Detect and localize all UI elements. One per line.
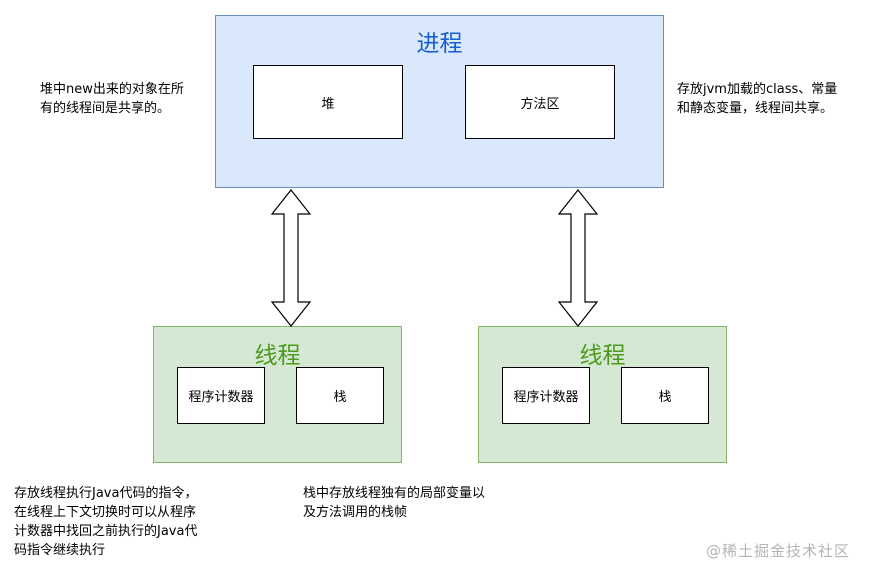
heap-note: 堆中new出来的对象在所 有的线程间是共享的。 (40, 82, 184, 116)
stack-box-1: 栈 (296, 367, 384, 424)
stack-note: 栈中存放线程独有的局部变量以 及方法调用的栈帧 (303, 486, 486, 520)
double-arrow-1 (270, 189, 312, 327)
program-counter-note: 存放线程执行Java代码的指令， 在线程上下文切换时可以从程序 计数器中找回之前… (14, 486, 198, 558)
double-arrow-2 (557, 189, 599, 327)
heap-box: 堆 (253, 65, 403, 139)
process-title: 进程 (416, 31, 463, 57)
stack-box-2: 栈 (621, 367, 709, 424)
method-area-box: 方法区 (465, 65, 615, 139)
thread-title-1: 线程 (254, 343, 301, 369)
watermark: @稀土掘金技术社区 (706, 542, 851, 560)
program-counter-box-1: 程序计数器 (177, 367, 265, 424)
thread-title-2: 线程 (579, 343, 626, 369)
program-counter-box-2: 程序计数器 (502, 367, 590, 424)
method-area-note: 存放jvm加载的class、常量 和静态变量，线程间共享。 (677, 82, 838, 116)
